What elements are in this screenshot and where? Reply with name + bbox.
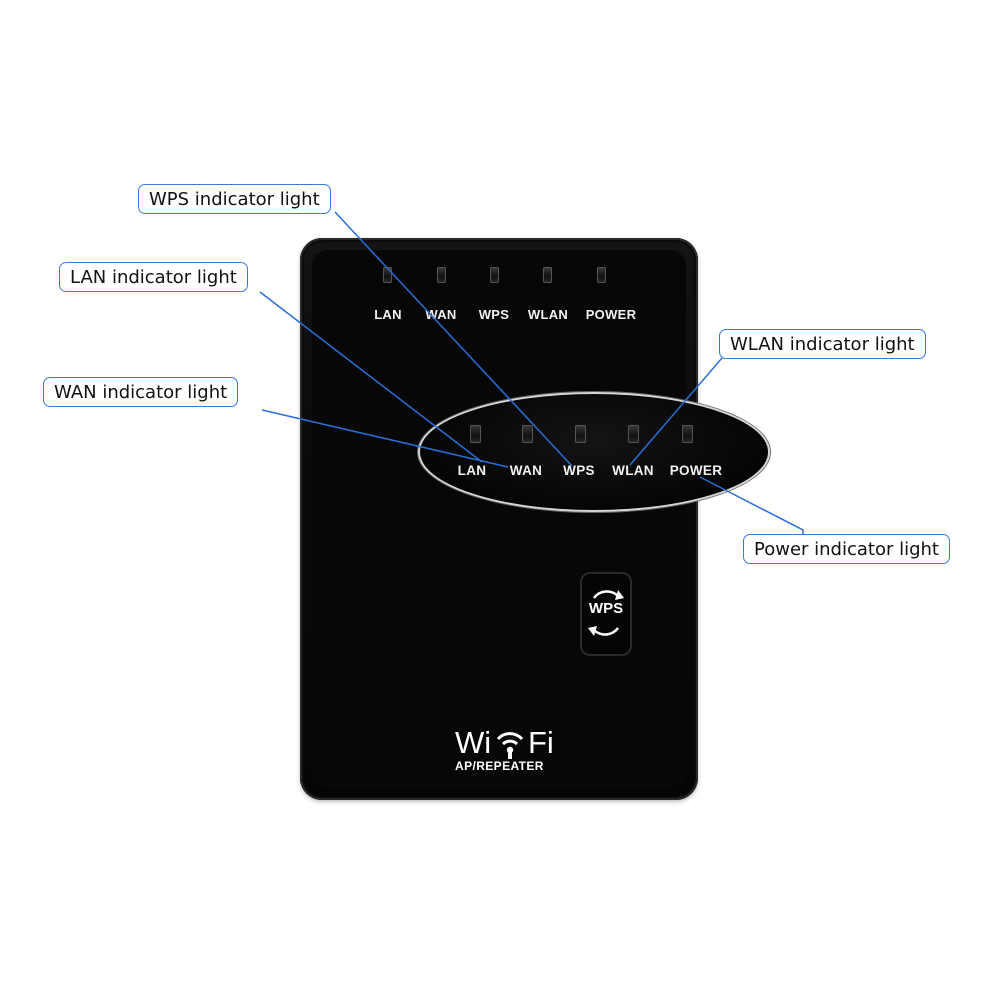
wlan-leader-line xyxy=(629,357,723,466)
wlan-callout: WLAN indicator light xyxy=(719,329,926,359)
zoom-wan-led xyxy=(522,425,533,443)
zoom-wlan-led xyxy=(628,425,639,443)
wps-arrows-icon xyxy=(588,590,624,636)
wifi-logo-subtitle: AP/REPEATER xyxy=(455,759,544,773)
wifi-logo: Wi Fi AP/REPEATER xyxy=(455,725,575,775)
magnified-led-panel xyxy=(418,392,770,512)
lan-led-label: LAN xyxy=(374,307,402,322)
zoom-power-label: POWER xyxy=(669,463,723,478)
wan-led xyxy=(437,267,446,283)
wifi-logo-wi: Wi xyxy=(455,725,492,760)
zoom-wps-label: WPS xyxy=(563,463,595,478)
zoom-wlan-label: WLAN xyxy=(612,463,654,478)
wlan-led-label: WLAN xyxy=(527,307,569,322)
lan-led xyxy=(383,267,392,283)
zoom-lan-led xyxy=(470,425,481,443)
zoom-wps-led xyxy=(575,425,586,443)
zoom-power-led xyxy=(682,425,693,443)
wan-leader-line xyxy=(261,409,509,468)
wps-leader-line xyxy=(334,211,573,467)
wifi-repeater-device xyxy=(300,238,698,800)
wps-callout: WPS indicator light xyxy=(138,184,331,214)
wps-led-label: WPS xyxy=(478,307,510,322)
power-led-label: POWER xyxy=(585,307,637,322)
zoom-wan-label: WAN xyxy=(509,463,543,478)
wlan-led xyxy=(543,267,552,283)
device-face xyxy=(312,250,686,788)
wps-button: WPS xyxy=(580,572,632,656)
wps-led xyxy=(490,267,499,283)
zoom-lan-label: LAN xyxy=(457,463,487,478)
lan-callout: LAN indicator light xyxy=(59,262,248,292)
power-led xyxy=(597,267,606,283)
wifi-logo-fi: Fi xyxy=(528,725,554,760)
wps-button-label: WPS xyxy=(588,600,624,617)
power-callout: Power indicator light xyxy=(743,534,950,564)
lan-leader-line xyxy=(259,291,483,463)
wifi-signal-icon xyxy=(496,732,524,759)
wan-callout: WAN indicator light xyxy=(43,377,239,407)
